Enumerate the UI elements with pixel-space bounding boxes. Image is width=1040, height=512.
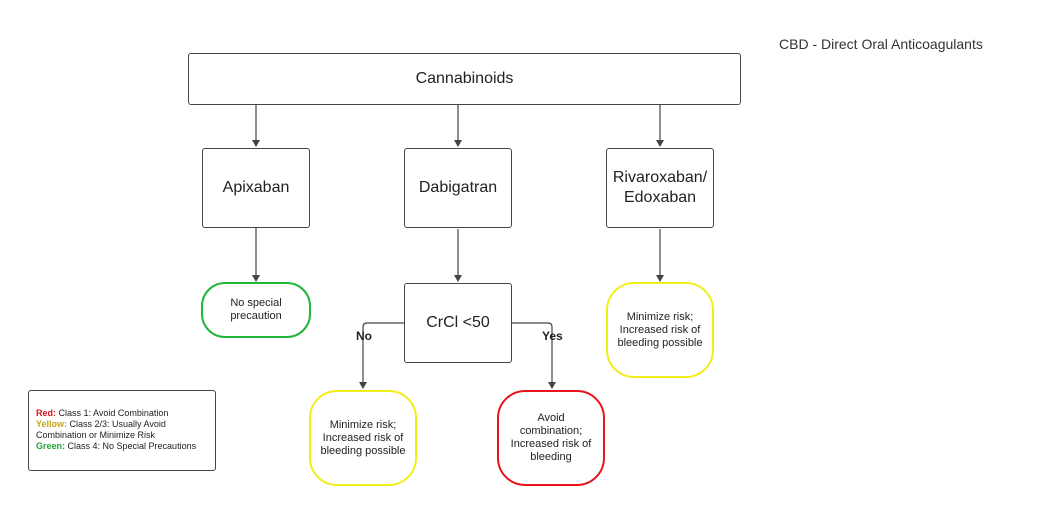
outcome-node-dabigatran-yes: Avoid combination; Increased risk of ble… — [497, 390, 605, 486]
outcome-dabigatran-yes-line2: Increased risk of — [510, 438, 592, 450]
arrow-crcl-yes-branch — [512, 322, 556, 389]
legend-box: Red: Class 1: Avoid Combination Yellow: … — [28, 390, 216, 471]
branch-label-no: No — [356, 329, 372, 343]
arrow-crcl-no-branch — [359, 322, 404, 389]
outcome-apixaban-line1: No special — [230, 297, 282, 309]
decision-label: CrCl <50 — [426, 314, 490, 331]
legend-key-green: Green: — [36, 441, 66, 451]
outcome-node-rivaroxaban: Minimize risk; Increased risk of bleedin… — [606, 282, 714, 378]
legend-row-green: Green: Class 4: No Special Precautions — [36, 441, 209, 452]
legend-key-red: Red: — [36, 408, 56, 418]
root-node-label: Cannabinoids — [415, 70, 514, 87]
legend-row-red: Red: Class 1: Avoid Combination — [36, 408, 209, 419]
outcome-dabigatran-yes-line3: bleeding — [530, 451, 572, 463]
outcome-rivaroxaban-line2: Increased risk of — [619, 323, 701, 336]
legend-text-yellow: Class 2/3: Usually Avoid Combination or … — [36, 419, 166, 440]
legend-text-red: Class 1: Avoid Combination — [56, 408, 169, 418]
legend-key-yellow: Yellow: — [36, 419, 68, 429]
decision-node-crcl: CrCl <50 — [404, 283, 512, 363]
root-node-cannabinoids: Cannabinoids — [188, 53, 741, 105]
drug-label-apixaban: Apixaban — [222, 179, 290, 196]
legend-row-yellow: Yellow: Class 2/3: Usually Avoid Combina… — [36, 419, 209, 441]
drug-label-edoxaban: Edoxaban — [623, 189, 697, 206]
outcome-node-apixaban: No special precaution — [201, 282, 311, 338]
outcome-dabigatran-yes-line1: Avoid combination; — [519, 412, 583, 437]
outcome-dabigatran-no-line3: bleeding possible — [320, 444, 406, 457]
legend-text-green: Class 4: No Special Precautions — [65, 441, 197, 451]
outcome-rivaroxaban-line3: bleeding possible — [617, 336, 703, 349]
branch-label-yes: Yes — [542, 329, 563, 343]
drug-node-dabigatran: Dabigatran — [404, 148, 512, 228]
outcome-dabigatran-no-line2: Increased risk of — [322, 431, 404, 444]
drug-label-dabigatran: Dabigatran — [418, 179, 498, 196]
drug-node-apixaban: Apixaban — [202, 148, 310, 228]
outcome-apixaban-line2: precaution — [230, 310, 282, 322]
page-title: CBD - Direct Oral Anticoagulants — [779, 36, 983, 52]
drug-label-rivaroxaban: Rivaroxaban/ — [612, 169, 708, 186]
outcome-node-dabigatran-no: Minimize risk; Increased risk of bleedin… — [309, 390, 417, 486]
outcome-rivaroxaban-line1: Minimize risk; — [626, 310, 694, 323]
drug-node-rivaroxaban-edoxaban: Rivaroxaban/ Edoxaban — [606, 148, 714, 228]
outcome-dabigatran-no-line1: Minimize risk; — [329, 418, 397, 431]
